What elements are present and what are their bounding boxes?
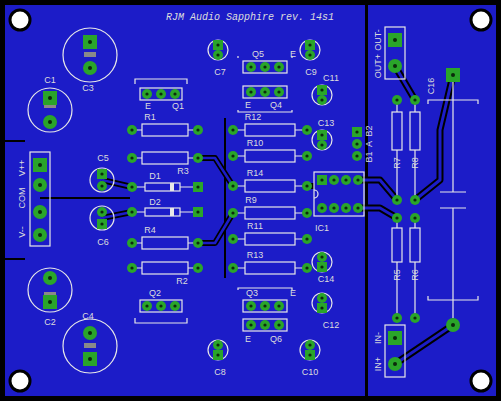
- capacitor-bands: [44, 52, 96, 348]
- part-label: Q2: [149, 288, 161, 298]
- part-label: Q1: [172, 101, 184, 111]
- copper-pour: [5, 5, 496, 396]
- part-label: R10: [247, 138, 264, 148]
- mounting-holes: [10, 10, 491, 391]
- part-label: E: [245, 100, 251, 110]
- film-capacitor: [428, 82, 478, 318]
- film-capacitor-pads: [446, 68, 460, 332]
- part-label: C11: [323, 73, 339, 83]
- part-label: B2: [364, 125, 374, 136]
- part-label: COM: [17, 188, 27, 209]
- part-label: D2: [149, 197, 161, 207]
- part-label: B1: [364, 151, 374, 162]
- part-label: C16: [426, 78, 436, 95]
- diode-symbols: [132, 183, 198, 216]
- part-label: R9: [245, 195, 257, 205]
- transistor-pads: [142, 62, 284, 330]
- transistor-symbols: [135, 56, 292, 331]
- part-label: IN+: [373, 357, 383, 371]
- part-label: IC1: [315, 223, 329, 233]
- part-label: R5: [392, 269, 402, 281]
- part-label: E: [290, 49, 296, 59]
- pads: [43, 35, 327, 366]
- ic-socket: [314, 172, 364, 216]
- part-label: Q3: [246, 288, 258, 298]
- resistor-pads: [127, 95, 420, 323]
- part-label: IN-: [373, 332, 383, 344]
- part-label: R11: [247, 221, 263, 231]
- part-label: C10: [302, 367, 319, 377]
- part-label: Q5: [252, 49, 264, 59]
- part-label: C3: [82, 83, 94, 93]
- part-label: E: [290, 288, 296, 298]
- part-label: R2: [176, 276, 188, 286]
- part-label: A: [364, 141, 374, 147]
- part-label: R8: [410, 157, 420, 169]
- part-label: Q6: [270, 334, 282, 344]
- part-label: R3: [177, 166, 189, 176]
- part-label: C1: [44, 75, 56, 85]
- part-label: R7: [392, 157, 402, 169]
- part-label: C4: [82, 311, 94, 321]
- board-title: RJM Audio Sapphire rev. 14s1: [166, 12, 334, 24]
- part-label: E: [245, 334, 251, 344]
- resistor-symbols: [132, 100, 420, 318]
- part-label: C8: [214, 367, 226, 377]
- electrolytic-capacitors: [28, 28, 332, 373]
- part-label: C6: [97, 237, 109, 247]
- part-label: C5: [97, 153, 109, 163]
- bias-connector: [352, 127, 362, 161]
- traces: [102, 66, 453, 364]
- part-label: D1: [149, 171, 161, 181]
- part-label: OUT-: [373, 29, 383, 51]
- part-label: R14: [247, 168, 264, 178]
- part-label: R4: [144, 225, 156, 235]
- part-label: OUT+: [373, 54, 383, 78]
- power-header: [30, 152, 50, 246]
- part-label: R6: [410, 269, 420, 281]
- part-label: R13: [247, 250, 264, 260]
- part-label: C13: [318, 118, 335, 128]
- part-label: V++: [17, 160, 27, 177]
- io-headers: [385, 27, 405, 377]
- clearance-gaps: [5, 5, 368, 396]
- part-label: C14: [318, 274, 335, 284]
- part-label: C7: [214, 67, 226, 77]
- part-label: C12: [323, 320, 340, 330]
- part-label: C2: [44, 317, 56, 327]
- part-label: E: [145, 101, 151, 111]
- part-label: Q4: [270, 100, 282, 110]
- part-label: V--: [17, 226, 27, 238]
- part-label: C9: [305, 67, 317, 77]
- part-label: R12: [245, 112, 262, 122]
- part-label: R1: [144, 112, 156, 122]
